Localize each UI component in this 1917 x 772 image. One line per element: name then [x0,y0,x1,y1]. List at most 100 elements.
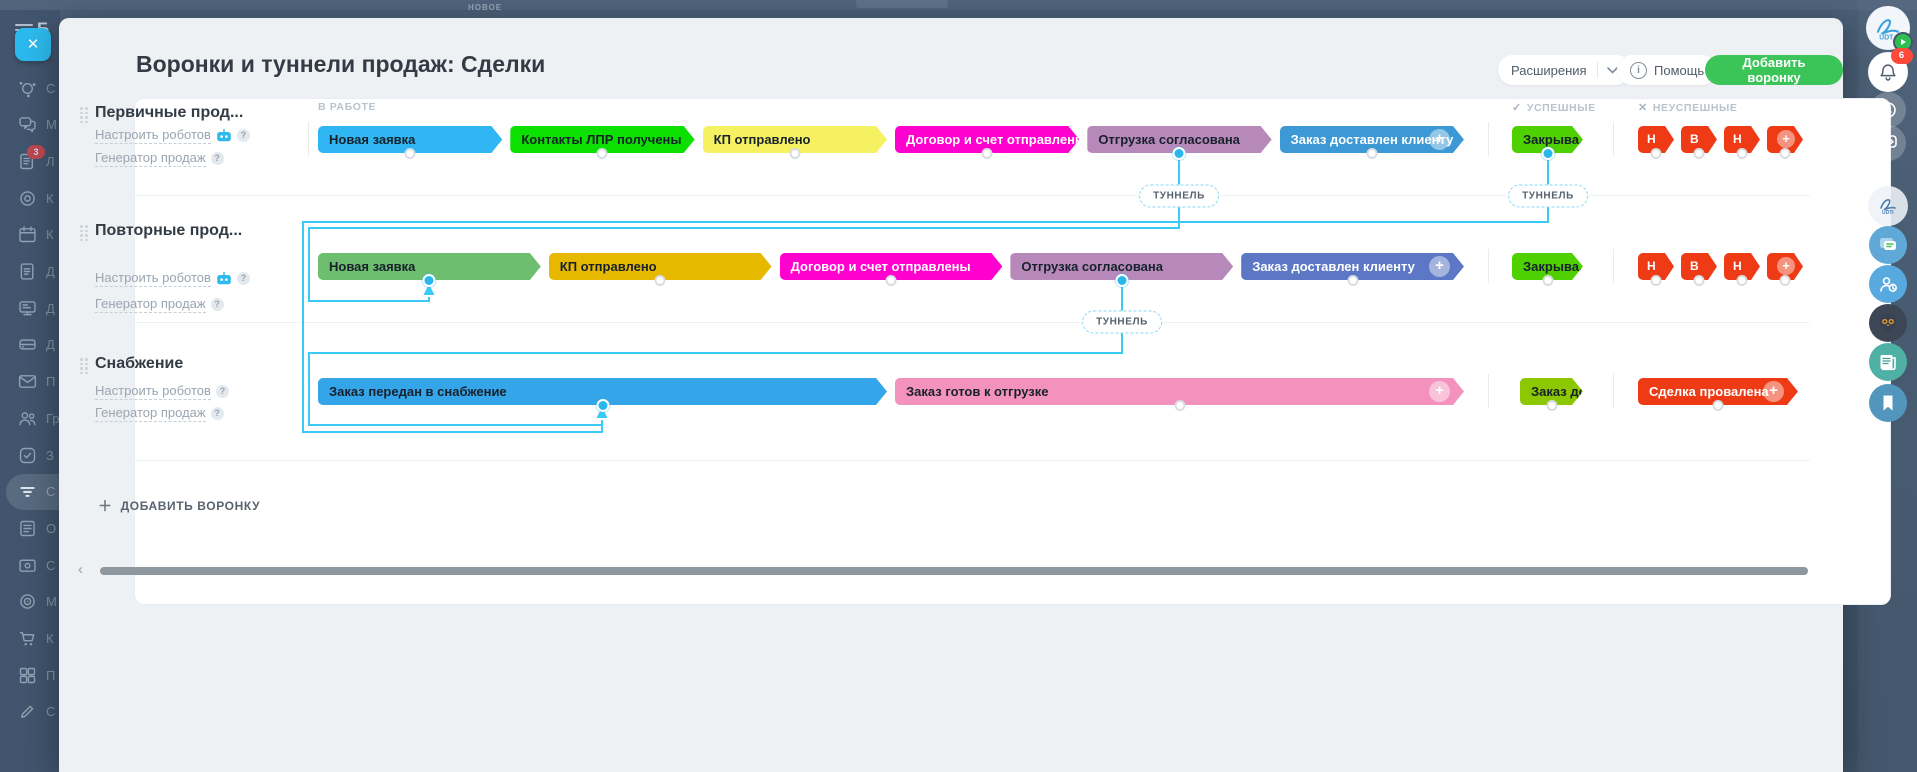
sidebar-item-calendar[interactable]: К [0,217,60,253]
chat-transfer-icon[interactable] [1869,125,1906,161]
funnel-drag-handle[interactable] [80,358,88,374]
sidebar-item-drive[interactable]: Д [0,327,60,363]
notifications-bell[interactable]: 6 [1867,48,1913,92]
sidebar-item-orbit[interactable]: С [0,70,60,106]
stage-connector-dot[interactable] [1174,400,1185,411]
sidebar-item-ring[interactable]: К [0,180,60,216]
news-icon[interactable] [1868,343,1907,381]
help-hint-icon[interactable]: ? [215,385,229,398]
help-button[interactable]: i Помощь [1617,55,1718,85]
sales-generator-link[interactable]: Генератор продаж? [95,150,224,167]
sidebar-item-doc[interactable]: Д [0,254,60,290]
stage-connector-dot[interactable] [1693,148,1705,159]
user-avatar[interactable]: UDT [1865,6,1913,52]
help-hint-icon[interactable]: ? [210,298,224,311]
tunnel-connector-dot[interactable] [596,399,609,412]
tunnel-connector-dot[interactable] [1115,274,1129,287]
cross-icon: ✕ [1638,102,1648,114]
help-hint-icon[interactable]: ? [236,272,250,285]
stage-connector-dot[interactable] [1347,275,1359,286]
contact-clock-icon[interactable] [1868,265,1907,303]
bookmark-icon[interactable] [1868,384,1907,422]
funnel-drag-handle[interactable] [80,107,88,123]
sidebar-item-grid[interactable]: П [0,657,60,693]
sales-generator-link[interactable]: Генератор продаж? [95,405,224,422]
configure-robots-link[interactable]: Настроить роботов? [95,127,250,144]
stage-connector-dot[interactable] [404,148,416,159]
add-funnel-link[interactable]: ＋ ДОБАВИТЬ ВОРОНКУ [98,496,260,516]
stage-pill[interactable]: Договор и счет отправлены [895,126,1079,153]
help-hint-icon[interactable]: ? [210,407,224,420]
tunnel-connector-dot[interactable] [1172,147,1186,160]
sidebar-item-mail[interactable]: П [0,364,60,400]
help-hint-icon[interactable]: ? [210,152,224,165]
sales-generator-link[interactable]: Генератор продаж? [95,296,224,313]
stage-connector-dot[interactable] [1779,148,1791,159]
funnel-drag-handle[interactable] [80,225,88,241]
funnel-name[interactable]: Первичные прод... [95,104,244,121]
add-stage-button[interactable]: + [1429,256,1450,277]
tunnel-badge[interactable]: ТУННЕЛЬ [1082,310,1162,334]
stage-connector-dot[interactable] [1650,148,1662,159]
stage-connector-dot[interactable] [1779,275,1791,286]
stage-connector-dot[interactable] [1650,275,1662,286]
stage-connector-dot[interactable] [596,148,608,159]
stage-pill[interactable]: В [1681,253,1717,280]
orbit-icon [17,78,38,99]
scroll-left-arrow[interactable]: ‹ [78,561,83,578]
add-stage-button[interactable]: + [1429,129,1450,150]
tunnel-badge[interactable]: ТУННЕЛЬ [1508,184,1588,208]
stage-pill[interactable]: Отгрузка согласована [1087,126,1271,153]
stage-pill[interactable]: Новая заявка [318,126,502,153]
configure-robots-link[interactable]: Настроить роботов? [95,383,229,400]
tunnel-connector-dot[interactable] [422,274,436,287]
help-hint-icon[interactable]: ? [236,129,250,142]
sidebar-item-cart[interactable]: К [0,621,60,657]
owl-icon[interactable] [1868,304,1907,342]
sidebar-item-people[interactable]: Гр [0,400,60,436]
sidebar-item-target[interactable]: М [0,584,60,620]
stage-connector-dot[interactable] [654,275,666,286]
close-slider-button[interactable]: ✕ [15,28,51,61]
tunnel-connector-dot[interactable] [1541,147,1554,160]
stage-pill[interactable]: Закрыва... [1512,126,1583,153]
add-stage-button[interactable]: + [1429,381,1450,402]
section-separator [1488,374,1489,408]
stage-connector-dot[interactable] [1366,148,1378,159]
history-icon[interactable] [1869,92,1906,128]
add-stage-button[interactable]: + [1777,130,1795,148]
stage-pill[interactable]: Сделка провалена+ [1638,378,1798,405]
tunnel-badge[interactable]: ТУННЕЛЬ [1139,184,1219,208]
section-separator [1613,374,1614,408]
stage-connector-dot[interactable] [789,148,801,159]
sidebar-item-pen[interactable]: С [0,694,60,730]
extensions-button[interactable]: Расширения [1498,55,1631,85]
add-funnel-button[interactable]: Добавить воронку [1705,55,1843,85]
sidebar-item-chat[interactable]: М [0,107,60,143]
configure-robots-link[interactable]: Настроить роботов? [95,270,250,287]
stage-connector-dot[interactable] [1693,275,1705,286]
sidebar-item-listdoc[interactable]: О [0,510,60,546]
messenger-icon[interactable] [1868,226,1907,264]
horizontal-scrollbar[interactable] [100,567,1808,575]
stage-connector-dot[interactable] [981,148,993,159]
stage-connector-dot[interactable] [885,275,897,286]
funnel-name[interactable]: Повторные прод... [95,222,243,239]
stage-connector-dot[interactable] [1736,148,1748,159]
stage-connector-dot[interactable] [1712,400,1724,411]
add-stage-button[interactable]: + [1763,381,1784,402]
logo-icon[interactable]: UDTI [1867,186,1908,226]
add-stage-button[interactable]: + [1777,257,1795,275]
sidebar-item-label: П [46,667,56,683]
sidebar-item-board[interactable]: Д [0,290,60,326]
section-separator [308,249,309,283]
stage-connector-dot[interactable] [1542,275,1553,286]
funnel-name[interactable]: Снабжение [95,355,184,372]
stage-connector-dot[interactable] [1546,400,1557,411]
sidebar-item-funnel[interactable]: С [6,473,60,510]
sidebar-item-safe[interactable]: С [0,547,60,583]
sidebar-item-check[interactable]: З [0,437,60,473]
stage-connector-dot[interactable] [1736,275,1748,286]
